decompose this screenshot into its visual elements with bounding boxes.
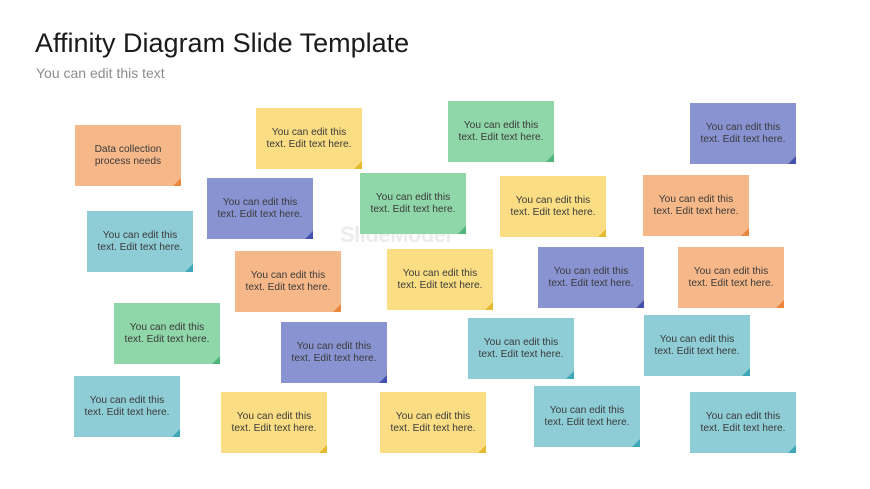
note-text: You can edit this text. Edit text here.: [397, 267, 483, 291]
note-fold-icon: [319, 445, 327, 453]
note-fold-icon: [788, 156, 796, 164]
sticky-note[interactable]: You can edit this text. Edit text here.: [468, 318, 574, 379]
sticky-note[interactable]: You can edit this text. Edit text here.: [690, 392, 796, 453]
sticky-note[interactable]: You can edit this text. Edit text here.: [644, 315, 750, 376]
note-text: You can edit this text. Edit text here.: [654, 333, 740, 357]
note-fold-icon: [212, 356, 220, 364]
note-text: You can edit this text. Edit text here.: [700, 121, 786, 145]
note-text: You can edit this text. Edit text here.: [124, 321, 210, 345]
note-text: You can edit this text. Edit text here.: [97, 229, 183, 253]
note-fold-icon: [185, 264, 193, 272]
note-fold-icon: [478, 445, 486, 453]
note-fold-icon: [333, 304, 341, 312]
note-text: You can edit this text. Edit text here.: [370, 191, 456, 215]
sticky-note[interactable]: You can edit this text. Edit text here.: [678, 247, 784, 308]
note-fold-icon: [742, 368, 750, 376]
note-text: You can edit this text. Edit text here.: [548, 265, 634, 289]
sticky-note[interactable]: You can edit this text. Edit text here.: [643, 175, 749, 236]
sticky-note[interactable]: You can edit this text. Edit text here.: [114, 303, 220, 364]
sticky-note[interactable]: You can edit this text. Edit text here.: [235, 251, 341, 312]
sticky-note[interactable]: Data collection process needs: [75, 125, 181, 186]
note-text: You can edit this text. Edit text here.: [266, 126, 352, 150]
sticky-note[interactable]: You can edit this text. Edit text here.: [387, 249, 493, 310]
note-fold-icon: [632, 439, 640, 447]
note-text: You can edit this text. Edit text here.: [390, 410, 476, 434]
note-fold-icon: [173, 178, 181, 186]
sticky-note[interactable]: You can edit this text. Edit text here.: [207, 178, 313, 239]
sticky-note[interactable]: You can edit this text. Edit text here.: [690, 103, 796, 164]
note-fold-icon: [172, 429, 180, 437]
note-text: You can edit this text. Edit text here.: [544, 404, 630, 428]
note-fold-icon: [566, 371, 574, 379]
sticky-note[interactable]: You can edit this text. Edit text here.: [74, 376, 180, 437]
sticky-note[interactable]: You can edit this text. Edit text here.: [256, 108, 362, 169]
sticky-note[interactable]: You can edit this text. Edit text here.: [538, 247, 644, 308]
sticky-note[interactable]: You can edit this text. Edit text here.: [534, 386, 640, 447]
sticky-note[interactable]: You can edit this text. Edit text here.: [221, 392, 327, 453]
note-text: You can edit this text. Edit text here.: [700, 410, 786, 434]
sticky-note[interactable]: You can edit this text. Edit text here.: [360, 173, 466, 234]
sticky-note[interactable]: You can edit this text. Edit text here.: [281, 322, 387, 383]
note-fold-icon: [379, 375, 387, 383]
note-text: You can edit this text. Edit text here.: [217, 196, 303, 220]
note-text: You can edit this text. Edit text here.: [231, 410, 317, 434]
note-fold-icon: [776, 300, 784, 308]
note-fold-icon: [305, 231, 313, 239]
note-text: You can edit this text. Edit text here.: [653, 193, 739, 217]
note-text: Data collection process needs: [94, 143, 162, 167]
note-fold-icon: [546, 154, 554, 162]
sticky-note[interactable]: You can edit this text. Edit text here.: [500, 176, 606, 237]
note-fold-icon: [485, 302, 493, 310]
page-title: Affinity Diagram Slide Template: [35, 28, 410, 58]
note-text: You can edit this text. Edit text here.: [245, 269, 331, 293]
note-fold-icon: [741, 228, 749, 236]
sticky-note[interactable]: You can edit this text. Edit text here.: [448, 101, 554, 162]
note-fold-icon: [788, 445, 796, 453]
page-subtitle: You can edit this text: [36, 65, 165, 81]
note-fold-icon: [354, 161, 362, 169]
sticky-note[interactable]: You can edit this text. Edit text here.: [380, 392, 486, 453]
note-text: You can edit this text. Edit text here.: [291, 340, 377, 364]
note-text: You can edit this text. Edit text here.: [478, 336, 564, 360]
note-text: You can edit this text. Edit text here.: [510, 194, 596, 218]
note-fold-icon: [458, 226, 466, 234]
note-text: You can edit this text. Edit text here.: [84, 394, 170, 418]
sticky-note[interactable]: You can edit this text. Edit text here.: [87, 211, 193, 272]
note-text: You can edit this text. Edit text here.: [688, 265, 774, 289]
note-fold-icon: [598, 229, 606, 237]
note-fold-icon: [636, 300, 644, 308]
note-text: You can edit this text. Edit text here.: [458, 119, 544, 143]
